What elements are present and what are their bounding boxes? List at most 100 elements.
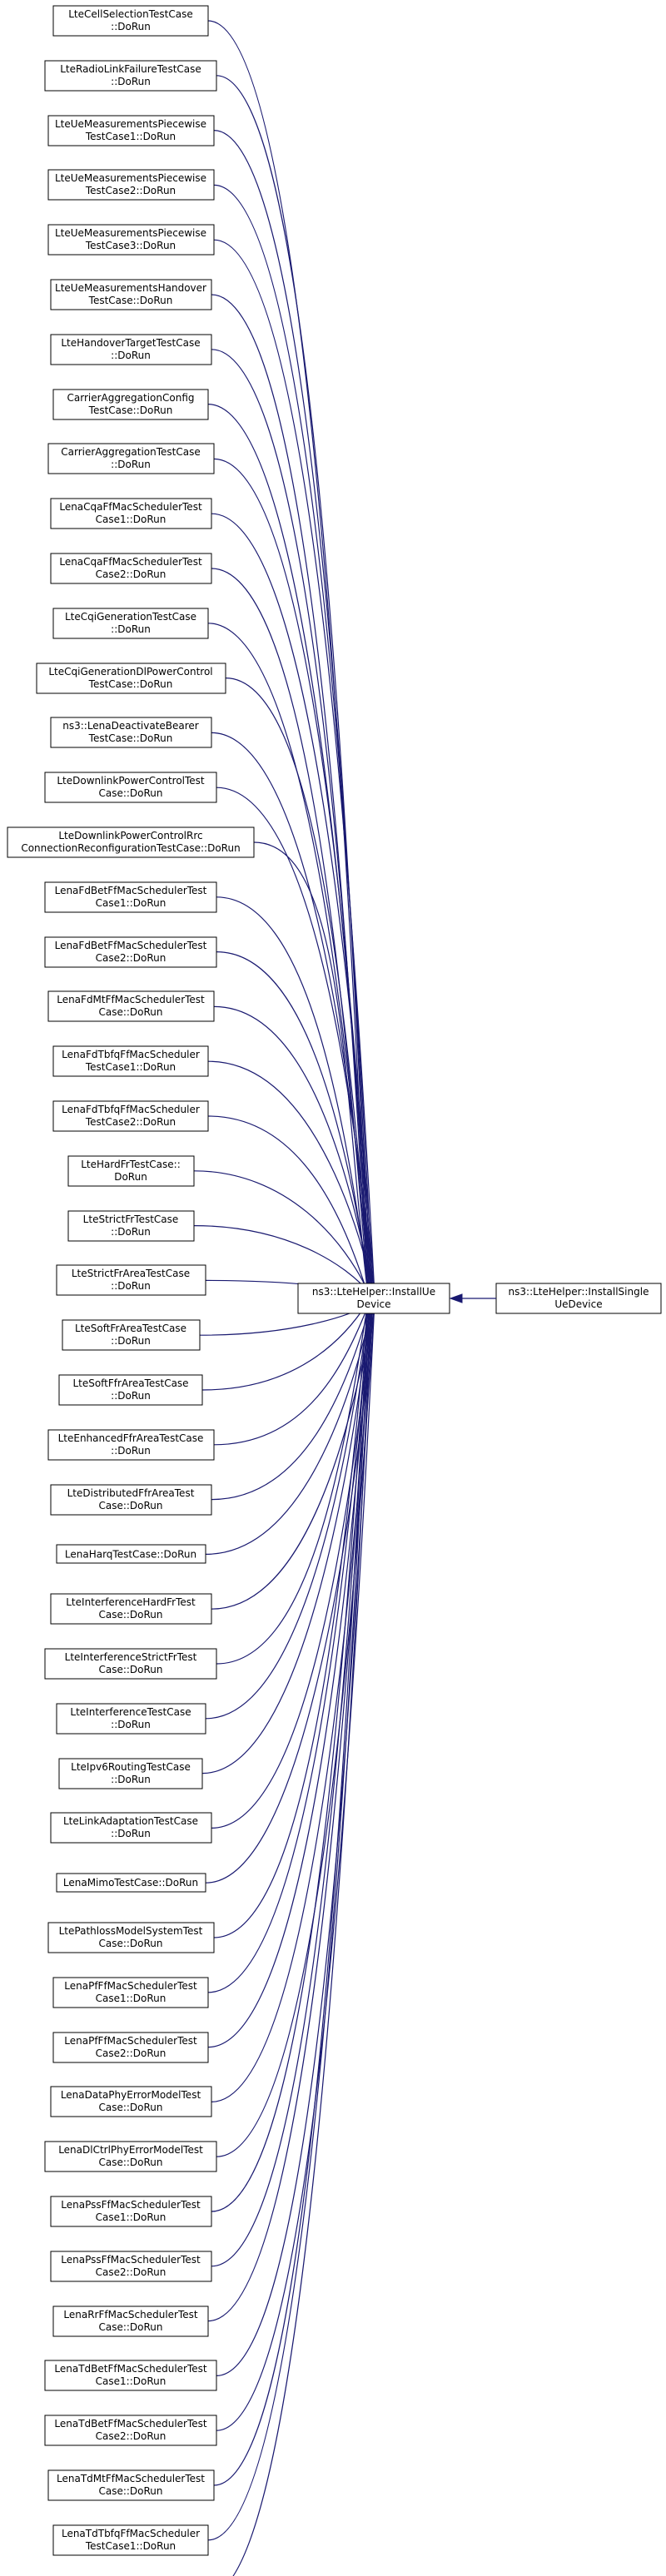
caller-node-box xyxy=(67,1210,195,1242)
caller-node-box xyxy=(52,2305,209,2337)
caller-node-label-line-1: LteLinkAdaptationTestCase xyxy=(63,1815,198,1827)
caller-node-label-line-2: Case1::DoRun xyxy=(96,2375,166,2387)
caller-node-label-line-1: LteStrictFrAreaTestCase xyxy=(72,1268,190,1279)
caller-node-box xyxy=(47,990,215,1022)
caller-node-box xyxy=(56,1544,206,1564)
caller-node-box xyxy=(52,5,209,37)
caller-node-box xyxy=(50,1484,212,1516)
edge-line xyxy=(213,458,374,1296)
caller-node-label-line-2: ::DoRun xyxy=(111,1774,151,1785)
edge-line xyxy=(211,1301,372,1501)
caller-node[interactable]: CarrierAggregationTestCase::DoRun xyxy=(47,443,215,474)
caller-node-label-line-2: TestCase3::DoRun xyxy=(85,240,176,251)
edge-line xyxy=(201,1301,372,1774)
caller-node-box xyxy=(47,224,215,256)
target-node[interactable]: ns3::LteHelper::InstallSingle UeDevice xyxy=(495,1283,662,1314)
center-node[interactable]: ns3::LteHelper::InstallUe Device xyxy=(297,1283,450,1314)
caller-node[interactable]: LteInterferenceTestCase::DoRun xyxy=(56,1703,206,1735)
caller-node-label-line-2: Case::DoRun xyxy=(98,1500,162,1511)
caller-node[interactable]: LteHardFrTestCase::DoRun xyxy=(67,1155,195,1187)
caller-node-label-line-1: LenaTdMtFfMacSchedulerTest xyxy=(57,2473,205,2484)
caller-node-box xyxy=(62,1319,201,1351)
caller-node[interactable]: LteSoftFrAreaTestCase::DoRun xyxy=(62,1319,201,1351)
edge-line xyxy=(211,349,370,1296)
center-node-box xyxy=(297,1283,450,1314)
caller-node[interactable]: LteUeMeasurementsPiecewiseTestCase3::DoR… xyxy=(47,224,215,256)
caller-node-label-line-2: TestCase::DoRun xyxy=(88,405,173,416)
caller-node-box xyxy=(44,2141,217,2172)
caller-node-box xyxy=(47,169,215,201)
edge-line xyxy=(213,1301,370,1446)
caller-node[interactable]: LteEnhancedFfrAreaTestCase::DoRun xyxy=(47,1429,215,1461)
caller-node[interactable]: LteUeMeasurementsPiecewiseTestCase2::DoR… xyxy=(47,169,215,201)
edge-line xyxy=(216,75,370,1296)
caller-node[interactable]: LenaHarqTestCase::DoRun xyxy=(56,1544,206,1564)
caller-node-box xyxy=(50,1593,212,1625)
center-node-label-line-1: ns3::LteHelper::InstallUe xyxy=(312,1286,435,1298)
caller-node-label-line-2: TestCase1::DoRun xyxy=(85,131,176,142)
caller-node-label-line-1: LenaFdMtFfMacSchedulerTest xyxy=(57,994,205,1005)
edge-line xyxy=(207,1301,372,2322)
caller-node[interactable]: LteHandoverTargetTestCase::DoRun xyxy=(50,334,212,365)
caller-node-box xyxy=(47,115,215,146)
caller-node-label-line-1: LteDownlinkPowerControlTest xyxy=(57,775,205,787)
caller-node[interactable]: LteUeMeasurementsPiecewiseTestCase1::DoR… xyxy=(47,115,215,146)
edge-line xyxy=(211,1301,374,2102)
caller-node[interactable]: LteCellSelectionTestCase::DoRun xyxy=(52,5,209,37)
caller-node-box xyxy=(44,772,217,803)
edge-line xyxy=(207,20,369,1296)
caller-node[interactable]: LteIpv6RoutingTestCase::DoRun xyxy=(58,1758,203,1789)
caller-node-label-line-2: ::DoRun xyxy=(111,21,151,32)
caller-node-label-line-2: Case2::DoRun xyxy=(96,568,166,580)
caller-node-label-line-2: ::DoRun xyxy=(111,1226,151,1238)
caller-node-box xyxy=(56,1264,206,1296)
caller-node-label-line-2: ::DoRun xyxy=(111,76,151,87)
caller-node-box xyxy=(47,2469,215,2501)
edge-line xyxy=(207,623,370,1296)
caller-node[interactable]: LteStrictFrAreaTestCase::DoRun xyxy=(56,1264,206,1296)
caller-node[interactable]: LteLinkAdaptationTestCase::DoRun xyxy=(50,1812,212,1844)
caller-node[interactable]: LteCqiGenerationTestCase::DoRun xyxy=(52,608,209,639)
edge-line xyxy=(205,1301,374,1555)
caller-node-label-line-2: Case1::DoRun xyxy=(96,514,166,525)
caller-node[interactable]: LteRadioLinkFailureTestCase::DoRun xyxy=(44,60,217,92)
caller-node-label-line-1: LenaMimoTestCase::DoRun xyxy=(63,1877,198,1889)
caller-node[interactable]: LteDownlinkPowerControlRrcConnectionReco… xyxy=(7,826,255,858)
caller-node[interactable]: LteStrictFrTestCase::DoRun xyxy=(67,1210,195,1242)
caller-node-box xyxy=(52,1977,209,2008)
caller-node[interactable]: LenaMimoTestCase::DoRun xyxy=(56,1873,206,1893)
caller-node-label-line-1: LenaFdTbfqFfMacScheduler xyxy=(62,1049,200,1060)
edge-line xyxy=(253,841,369,1296)
caller-node-box xyxy=(50,2196,212,2227)
caller-node[interactable]: LteSoftFfrAreaTestCase::DoRun xyxy=(58,1374,203,1406)
caller-node-label-line-2: Case::DoRun xyxy=(98,2485,162,2497)
caller-node-label-line-2: DoRun xyxy=(114,1171,147,1183)
caller-node[interactable]: LteCqiGenerationDlPowerControlTestCase::… xyxy=(36,663,226,694)
